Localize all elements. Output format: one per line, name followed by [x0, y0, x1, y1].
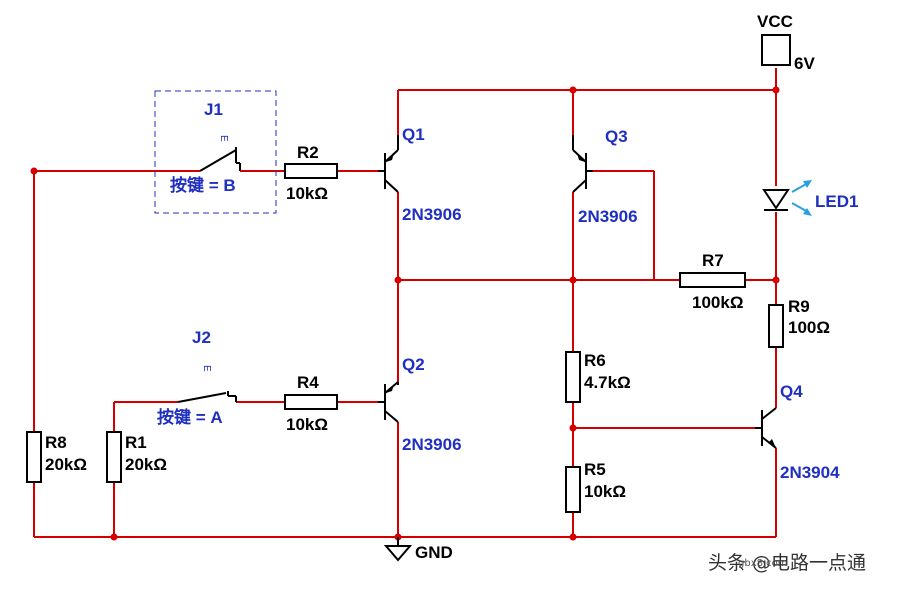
transistor-q1-ref: Q1: [402, 125, 425, 144]
resistor-r9-ref: R9: [788, 297, 810, 316]
resistor-r5[interactable]: R5 10kΩ: [565, 460, 626, 513]
resistor-r6-value: 4.7kΩ: [584, 373, 631, 392]
transistor-q2-ref: Q2: [402, 355, 425, 374]
resistor-r6-ref: R6: [584, 351, 606, 370]
resistor-r7-value: 100kΩ: [692, 293, 743, 312]
transistor-q1[interactable]: Q1 2N3906: [378, 125, 462, 224]
resistor-r9[interactable]: R9 100Ω: [768, 297, 830, 348]
resistor-r2-ref: R2: [297, 143, 319, 162]
resistor-r6[interactable]: R6 4.7kΩ: [565, 351, 631, 403]
resistor-r5-ref: R5: [584, 460, 606, 479]
switch-j1-box: [154, 90, 277, 214]
transistor-q2-model: 2N3906: [402, 435, 462, 454]
switch-j2-label: 按键 = A: [157, 407, 223, 427]
resistor-r2[interactable]: R2 10kΩ: [284, 143, 338, 203]
led1[interactable]: LED1: [762, 180, 858, 216]
resistor-r5-value: 10kΩ: [584, 482, 626, 501]
resistor-r8-value: 20kΩ: [45, 455, 87, 474]
resistor-r1-ref: R1: [125, 433, 147, 452]
ground-symbol[interactable]: GND: [383, 537, 453, 562]
switch-j1-ref: J1: [204, 100, 223, 119]
switch-j2-ref: J2: [192, 328, 211, 347]
switch-j2[interactable]: J2 E 按键 = A: [157, 328, 237, 427]
transistor-q4-model: 2N3904: [780, 463, 840, 482]
resistor-r4-ref: R4: [297, 373, 319, 392]
resistor-r9-value: 100Ω: [788, 318, 830, 337]
resistor-r8-ref: R8: [45, 433, 67, 452]
resistor-r2-value: 10kΩ: [286, 184, 328, 203]
transistor-q3-ref: Q3: [605, 127, 628, 146]
watermark-sub: gbx8.com: [738, 558, 788, 569]
transistor-q3-model: 2N3906: [578, 207, 638, 226]
vcc-label: VCC: [757, 12, 793, 31]
vcc-value: 6V: [794, 54, 815, 73]
resistor-r8[interactable]: R8 20kΩ: [26, 431, 87, 483]
transistor-q4-ref: Q4: [780, 382, 803, 401]
wires: [33, 68, 777, 538]
led1-ref: LED1: [815, 192, 858, 211]
junction-dots: [30, 86, 780, 541]
switch-j2-key: E: [201, 365, 212, 372]
gnd-label: GND: [415, 543, 453, 562]
watermark-text: 头条 @电路一点通: [708, 552, 866, 574]
resistor-r7-ref: R7: [702, 251, 724, 270]
resistor-r1[interactable]: R1 20kΩ: [106, 431, 167, 483]
resistor-r4[interactable]: R4 10kΩ: [284, 373, 338, 434]
resistor-r7[interactable]: R7 100kΩ: [679, 251, 746, 312]
resistor-r1-value: 20kΩ: [125, 455, 167, 474]
transistor-q2[interactable]: Q2 2N3906: [378, 355, 462, 454]
vcc-source[interactable]: VCC 6V: [757, 12, 815, 73]
switch-j1-key: E: [218, 135, 229, 142]
transistor-q4[interactable]: Q4 2N3904: [755, 382, 840, 482]
resistor-r4-value: 10kΩ: [286, 415, 328, 434]
transistor-q1-model: 2N3906: [402, 205, 462, 224]
switch-j1[interactable]: J1 E 按键 = B: [154, 90, 277, 214]
watermark: 头条 @电路一点通 gbx8.com: [708, 552, 866, 574]
transistor-q3[interactable]: Q3 2N3906: [572, 127, 638, 226]
switch-j1-label: 按键 = B: [170, 175, 236, 195]
